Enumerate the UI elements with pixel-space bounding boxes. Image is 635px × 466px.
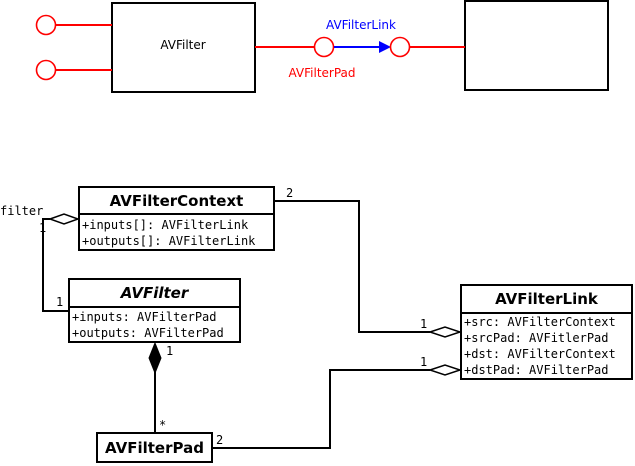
class-avfilterlink: AVFilterLink +src: AVFilterContext +srcP… xyxy=(460,284,633,380)
avfilterlink-label: AVFilterLink xyxy=(326,18,396,32)
multiplicity-label: 1 xyxy=(166,344,173,358)
class-name: AVFilterPad xyxy=(105,439,204,457)
next-input-pad-icon xyxy=(389,36,411,58)
link-dst-aggregation-diamond-icon xyxy=(427,364,463,376)
multiplicity-label: 2 xyxy=(286,186,293,200)
multiplicity-label: 1 xyxy=(56,295,63,309)
output-pad-icon xyxy=(313,36,335,58)
class-box xyxy=(78,186,275,251)
class-attr: +src: AVFilterContext xyxy=(464,315,616,329)
class-attr: +srcPad: AVFitlerPad xyxy=(464,331,609,345)
uml-diagram: AVFilterContext +inputs[]: AVFilterLink … xyxy=(0,186,633,463)
filter-pad-composition-diamond-icon xyxy=(148,341,162,375)
avfilter-box xyxy=(111,2,256,93)
class-attr: +dst: AVFilterContext xyxy=(464,347,616,361)
class-box xyxy=(460,284,633,380)
class-attr: +dstPad: AVFilterPad xyxy=(464,363,609,377)
context-filter-aggregation-diamond-icon xyxy=(47,213,81,225)
avfilterpad-label: AVFilterPad xyxy=(288,66,355,80)
multiplicity-label: 2 xyxy=(216,433,223,447)
class-attr: +inputs[]: AVFilterLink xyxy=(82,218,249,232)
link-src-aggregation-diamond-icon xyxy=(427,326,463,338)
class-box xyxy=(96,432,213,463)
multiplicity-label: 1 xyxy=(420,317,427,331)
class-avfiltercontext: AVFilterContext +inputs[]: AVFilterLink … xyxy=(78,186,275,251)
multiplicity-label: 1 xyxy=(39,221,46,235)
multiplicity-label: 1 xyxy=(420,355,427,369)
class-avfilterpad: AVFilterPad xyxy=(96,432,213,463)
class-name: AVFilter xyxy=(120,284,190,302)
top-diagram: AVFilter AVFilterLink AVFilterPad xyxy=(35,0,609,93)
class-box xyxy=(68,278,241,343)
role-label-filter: filter xyxy=(0,204,43,218)
avfilter-box-label: AVFilter xyxy=(160,38,205,52)
pad-link-connector xyxy=(212,369,430,449)
class-attr: +outputs: AVFilterPad xyxy=(72,326,224,340)
class-attr: +inputs: AVFilterPad xyxy=(72,310,217,324)
multiplicity-label: * xyxy=(159,418,166,432)
input-pad-icon-2 xyxy=(35,59,57,81)
context-link-connector xyxy=(274,200,430,333)
input-pad-icon-1 xyxy=(35,14,57,36)
class-name: AVFilterContext xyxy=(110,192,244,210)
class-attr: +outputs[]: AVFilterLink xyxy=(82,234,256,248)
next-filter-box xyxy=(464,0,609,91)
class-name: AVFilterLink xyxy=(495,290,599,308)
class-avfilter: AVFilter +inputs: AVFilterPad +outputs: … xyxy=(68,278,241,343)
filter-context-connector xyxy=(42,218,69,312)
link-arrow-head-icon xyxy=(379,41,391,53)
